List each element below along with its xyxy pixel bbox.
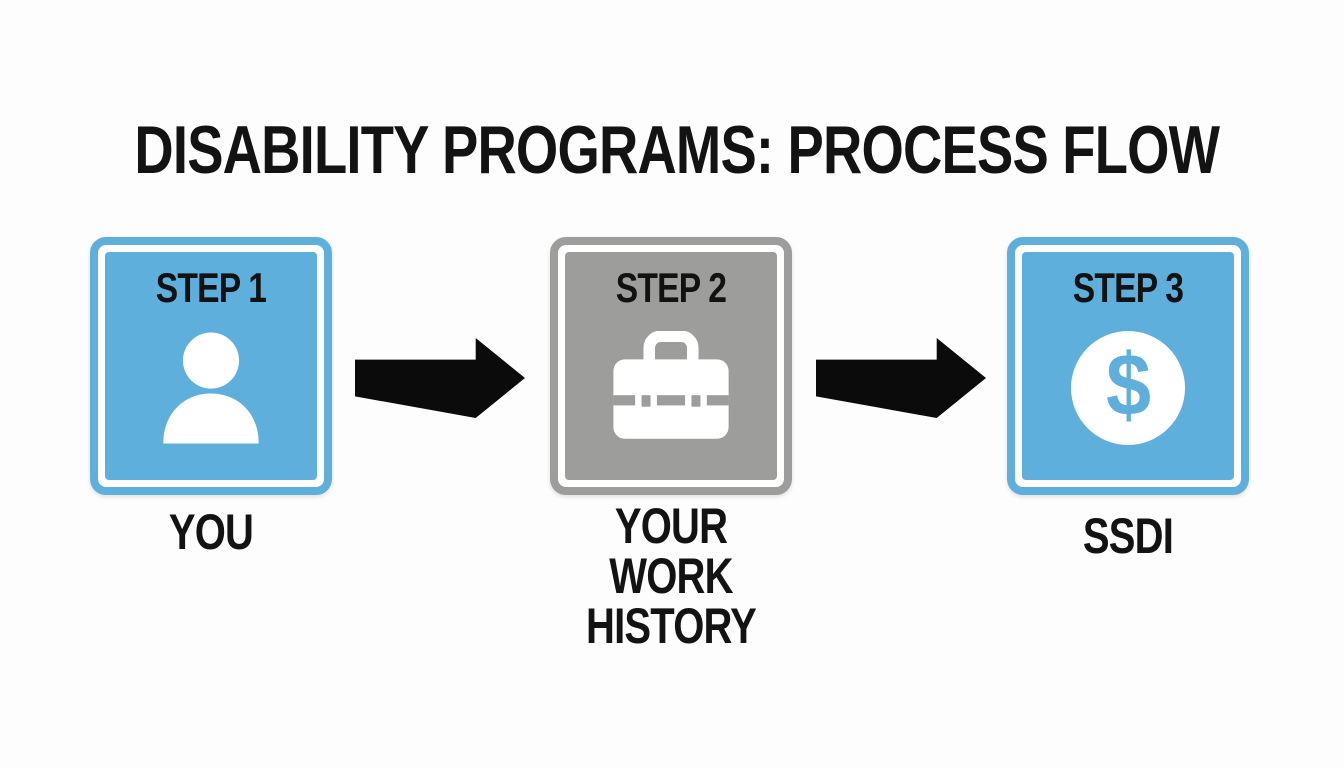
person-icon [163,331,259,444]
step-2-caption: YOUR WORK HISTORY [586,498,757,654]
step-3-inner: STEP 3 $ [1022,252,1234,480]
step-3-box: STEP 3 $ [1007,237,1249,495]
dollar-symbol: $ [1105,334,1151,434]
arrow-right-icon [816,338,986,418]
step-1-inner: STEP 1 [105,252,317,480]
step-2-inner: STEP 2 [565,252,777,480]
step-1-box: STEP 1 [90,237,332,495]
step-2-icon-slot [565,309,777,480]
dollar-icon: $ [1071,330,1185,445]
step-3-icon-slot: $ [1022,309,1234,480]
arrow-right-icon [355,338,525,418]
step-2-box: STEP 2 [550,237,792,495]
step-1-caption: YOU [168,504,254,560]
step-3-caption: SSDI [1082,508,1174,564]
page-title: DISABILITY PROGRAMS: PROCESS FLOW [134,112,1220,188]
step-3-label: STEP 3 [1072,264,1184,311]
step-2-label: STEP 2 [615,264,727,311]
step-1-label: STEP 1 [155,264,267,311]
step-1-icon-slot [105,309,317,480]
briefcase-icon [613,331,729,439]
